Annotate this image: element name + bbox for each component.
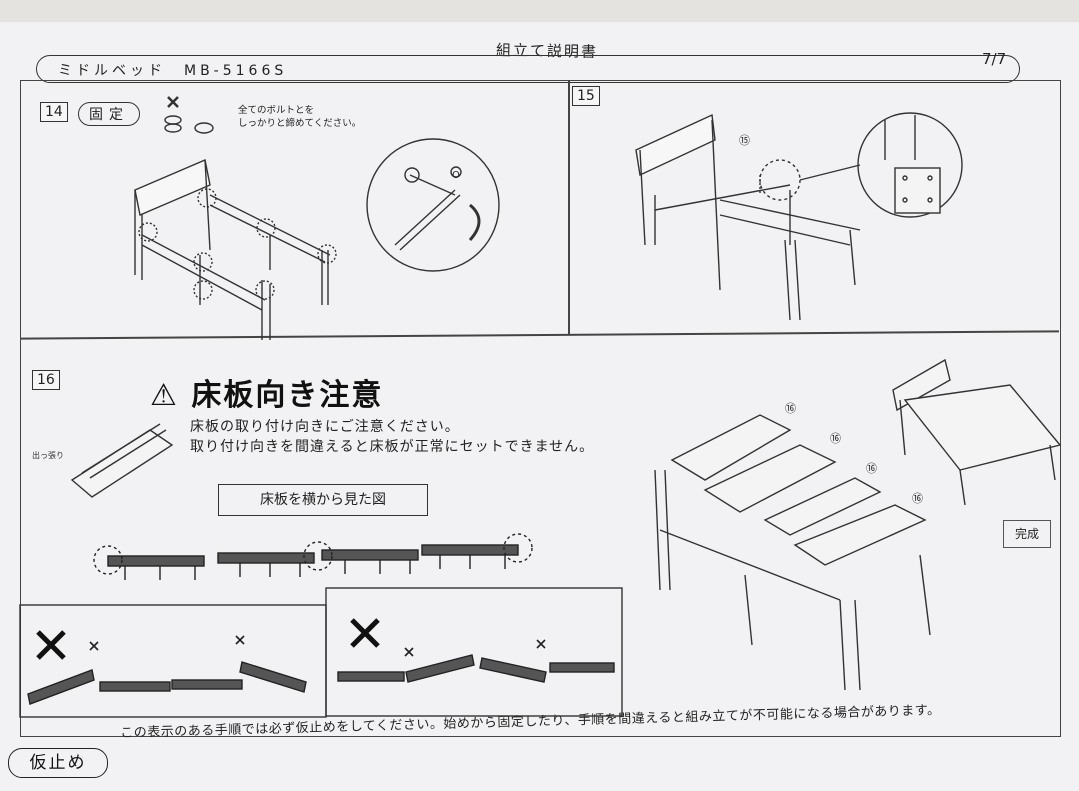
bolt-icon [164,96,214,134]
part-callout: ⑯ [830,432,841,445]
content-frame [20,80,1061,737]
svg-text:O: O [452,170,460,181]
divider-vertical [568,80,570,335]
protrusion-label: 出っ張り [32,451,64,460]
step-16-note-1: 床板の取り付け向きにご注意ください。 [190,419,460,435]
floorboard-icon [70,423,174,498]
complete-label: 完成 [1003,520,1051,548]
step-15-number: 15 [572,86,600,106]
wrong-mark-icon [36,618,380,660]
part-callout: ⑯ [785,402,796,415]
side-view-boards [107,544,519,567]
step-14-label: 固定 [78,102,140,126]
part-callout: ⑯ [912,492,923,505]
bed-assembly-illustration-16 [654,358,1062,691]
footer-label: 仮止め [8,748,108,778]
wrench-detail-illustration [366,138,500,272]
bed-frame-illustration-15 [635,112,963,321]
step-14-number: 14 [40,102,68,122]
header-bar [36,55,1020,83]
product-name: ミドルベッド MB-5166S [58,63,288,79]
part-callout: ⑮ [739,134,750,147]
page-number: 7/7 [982,50,1007,68]
step-16-number: 16 [32,370,60,390]
background-edge [0,0,1079,22]
step-14-instruction: 全てのボルトとを しっかりと締めてください。 [238,105,362,129]
side-view-label: 床板を横から見た図 [218,484,428,516]
bed-frame-illustration-14 [134,159,337,340]
step-16-note-2: 取り付け向きを間違えると床板が正常にセットできません。 [190,439,595,455]
step-16-title: ⚠ 床板向き注意 [150,378,384,413]
part-callout: ⑯ [866,462,877,475]
